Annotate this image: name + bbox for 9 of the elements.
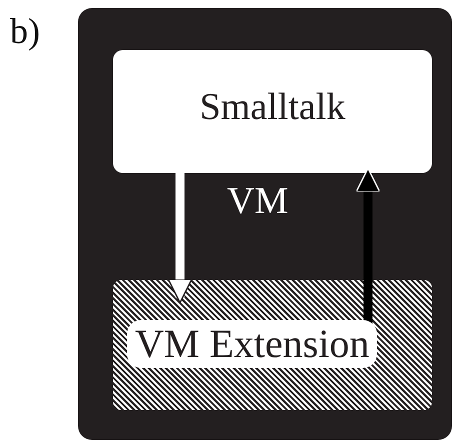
layer-label: VM [227,182,288,220]
layer-panel [78,8,452,440]
arrow [356,168,380,324]
layer-box [113,50,432,173]
layer-label: Smalltalk [198,88,346,126]
layer-label: VM Extension [127,320,378,368]
arrow [168,173,192,304]
hatched-layer-box [113,280,432,410]
panel-label: b) [10,10,40,52]
